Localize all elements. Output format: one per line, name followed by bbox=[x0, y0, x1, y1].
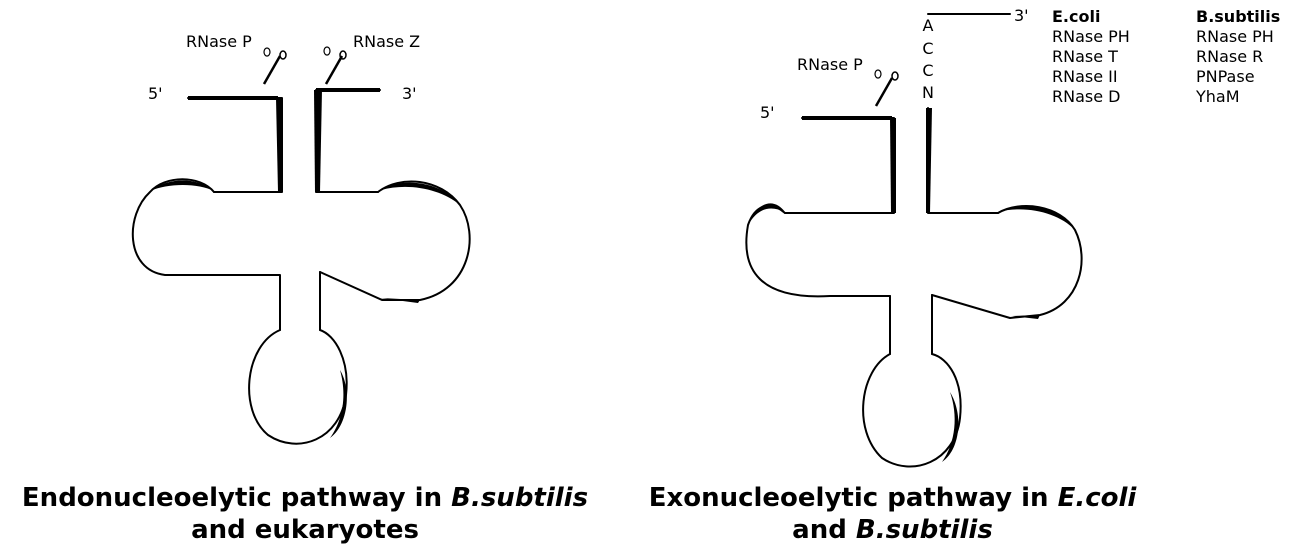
caption-right-line2: and bbox=[792, 515, 856, 545]
caption-right-organism: E.coli bbox=[1057, 483, 1137, 513]
shade-t-arm-bottom-right bbox=[1012, 315, 1040, 319]
endonucleolytic-caption: Endonucleoelytic pathway in B.subtilis a… bbox=[0, 482, 610, 546]
rnase-z-label: RNase Z bbox=[353, 32, 421, 51]
caption-left-line2: and eukaryotes bbox=[191, 515, 419, 545]
ecoli-header: E.coli bbox=[1052, 7, 1101, 26]
exonucleolytic-caption: Exonucleoelytic pathway in E.coli and B.… bbox=[620, 482, 1165, 546]
t-arm-loop-right bbox=[931, 205, 1083, 319]
bsubtilis-item: PNPase bbox=[1196, 67, 1255, 86]
caption-left-line1: Endonucleoelytic pathway in bbox=[21, 483, 452, 513]
exonucleolytic-panel: RNase P 5' 3' A C C N E.coli RNase PH RN… bbox=[620, 0, 1305, 548]
three-prime-stem-right bbox=[927, 107, 999, 214]
bsubtilis-item: YhaM bbox=[1196, 87, 1240, 106]
t-arm-loop bbox=[319, 180, 471, 301]
acceptor-nt-a: A bbox=[922, 16, 934, 35]
ecoli-item: RNase PH bbox=[1052, 27, 1130, 46]
shade-3p-stem-right bbox=[926, 108, 932, 213]
shade-t-arm-bottom bbox=[380, 298, 420, 303]
bsubtilis-item: RNase R bbox=[1196, 47, 1264, 66]
shade-anticodon-loop bbox=[330, 370, 347, 438]
three-prime-label-left: 3' bbox=[402, 84, 417, 103]
bsubtilis-enzyme-list: B.subtilis RNase PH RNase R PNPase YhaM bbox=[1196, 7, 1280, 107]
trna-cloverleaf-left bbox=[131, 46, 471, 445]
anticodon-stem-left bbox=[221, 274, 281, 331]
shade-d-arm-right bbox=[748, 203, 785, 225]
ecoli-item: RNase T bbox=[1052, 47, 1118, 66]
shade-5p-stem bbox=[276, 98, 283, 192]
caption-right-organism2: B.subtilis bbox=[855, 515, 993, 545]
shade-3p bbox=[316, 88, 380, 92]
caption-left-organism: B.subtilis bbox=[451, 483, 589, 513]
ecoli-enzyme-list: E.coli RNase PH RNase T RNase II RNase D bbox=[1052, 7, 1130, 107]
five-prime-strand bbox=[187, 97, 283, 193]
five-prime-strand-right bbox=[784, 117, 895, 214]
shade-t-arm bbox=[378, 182, 460, 205]
shade-anticodon-loop-right bbox=[942, 392, 959, 462]
anticodon-loop bbox=[248, 329, 348, 445]
five-prime-label-right: 5' bbox=[760, 103, 775, 122]
three-prime-label-right: 3' bbox=[1014, 6, 1029, 25]
shade-5p-stem-right bbox=[890, 118, 896, 213]
rnase-p-scissors-icon bbox=[262, 47, 287, 85]
shade-5p bbox=[188, 96, 278, 100]
three-prime-strand bbox=[315, 89, 381, 193]
shade-t-arm-right bbox=[998, 205, 1075, 230]
endonucleolytic-panel: RNase P RNase Z 5' 3' Endonucleoelytic p… bbox=[0, 0, 620, 548]
shade-d-arm bbox=[150, 180, 214, 191]
ecoli-item: RNase D bbox=[1052, 87, 1121, 106]
d-arm-loop-right bbox=[745, 204, 891, 298]
rnase-p-label-right: RNase P bbox=[797, 55, 863, 74]
d-arm-loop bbox=[131, 178, 223, 276]
shade-3p-stem bbox=[314, 90, 322, 192]
bsubtilis-header: B.subtilis bbox=[1196, 7, 1281, 26]
rnase-p-scissors-icon-right bbox=[874, 69, 899, 107]
shade-5p-right bbox=[802, 116, 892, 120]
five-prime-label-left: 5' bbox=[148, 84, 163, 103]
acceptor-nt-c1: C bbox=[922, 39, 934, 58]
acceptor-nt-n: N bbox=[922, 83, 934, 102]
anticodon-loop-right bbox=[862, 353, 962, 468]
acceptor-nt-c2: C bbox=[922, 61, 934, 80]
trna-cloverleaf-right bbox=[745, 13, 1083, 468]
bsubtilis-item: RNase PH bbox=[1196, 27, 1274, 46]
caption-right-line1: Exonucleoelytic pathway in bbox=[648, 483, 1058, 513]
rnase-p-label-left: RNase P bbox=[186, 32, 252, 51]
rnase-z-scissors-icon bbox=[323, 46, 347, 85]
ecoli-item: RNase II bbox=[1052, 67, 1118, 86]
